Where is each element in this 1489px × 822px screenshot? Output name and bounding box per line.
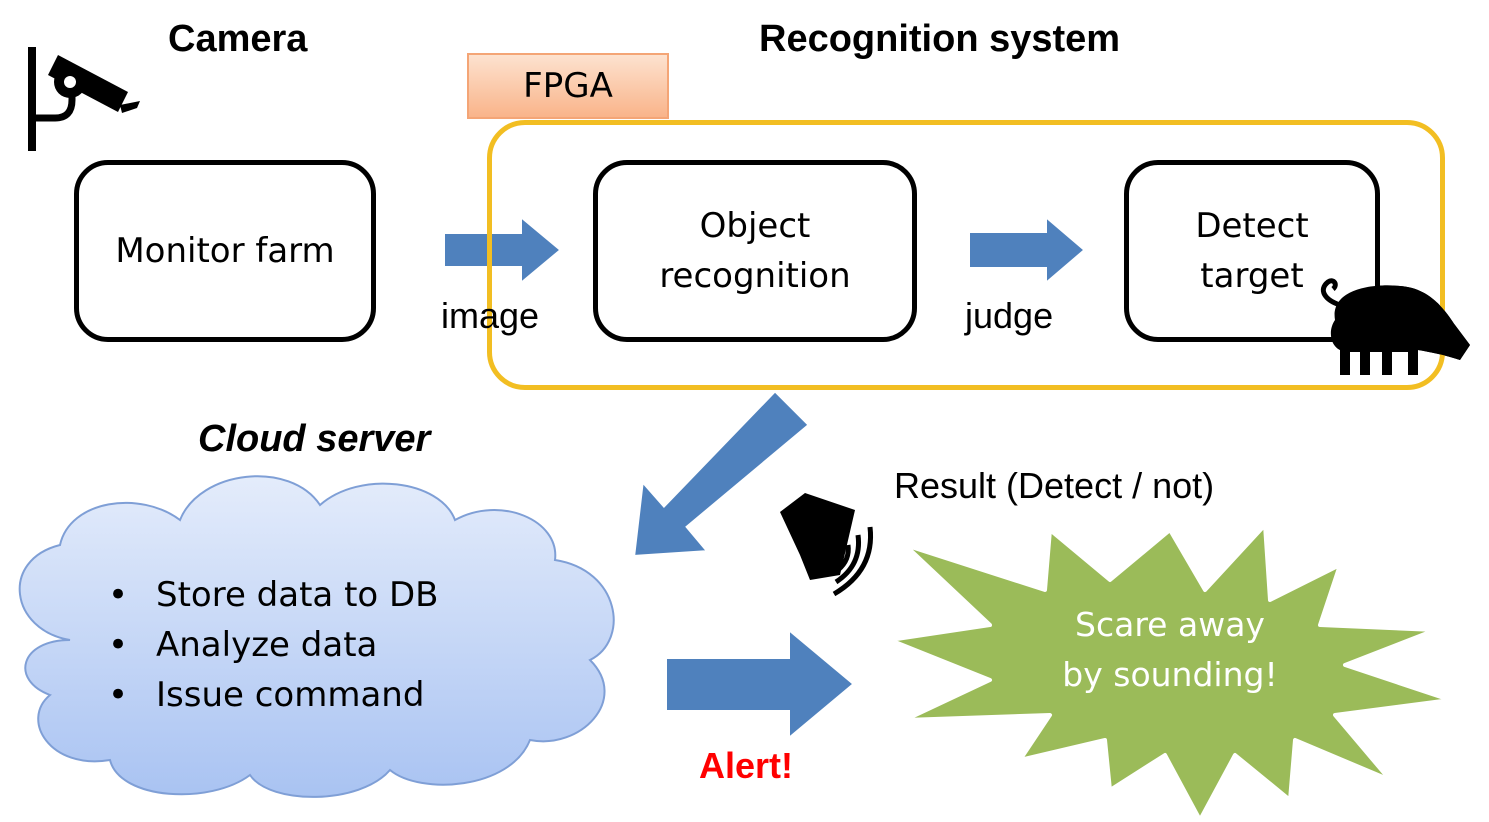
object-recognition-box: Object recognition [593,160,917,342]
camera-heading: Camera [168,18,308,60]
recognition-system-heading: Recognition system [759,18,1121,60]
fpga-container [487,120,1445,390]
arrow-judge [966,210,1090,290]
speaker-icon [780,493,874,597]
monitor-farm-label: Monitor farm [115,231,335,271]
starburst-line2: by sounding! [1062,655,1278,694]
fpga-tag: FPGA [467,53,669,119]
arrow-alert [663,623,859,745]
judge-label: judge [965,295,1054,336]
starburst-line1: Scare away [1075,605,1265,644]
image-label: image [441,295,540,336]
starburst-shape [888,523,1452,822]
cloud-item-list: Store data to DB Analyze data Issue comm… [108,570,439,720]
arrow-image [441,210,566,290]
object-recognition-line1: Object [699,206,811,246]
starburst-text: Scare away by sounding! [1030,600,1310,700]
arrow-to-cloud [630,387,813,560]
alert-label: Alert! [699,745,794,786]
detect-target-line1: Detect [1195,206,1309,246]
monitor-farm-box: Monitor farm [74,160,376,342]
detect-target-box: Detect target [1124,160,1380,342]
detect-target-line2: target [1200,256,1304,296]
result-label: Result (Detect / not) [894,465,1215,506]
cloud-server-heading: Cloud server [198,418,431,460]
object-recognition-line2: recognition [659,256,851,296]
cloud-item-analyze: Analyze data [108,620,439,670]
cloud-item-issue: Issue command [108,670,439,720]
security-camera-icon [28,47,140,151]
cloud-item-store: Store data to DB [108,570,439,620]
